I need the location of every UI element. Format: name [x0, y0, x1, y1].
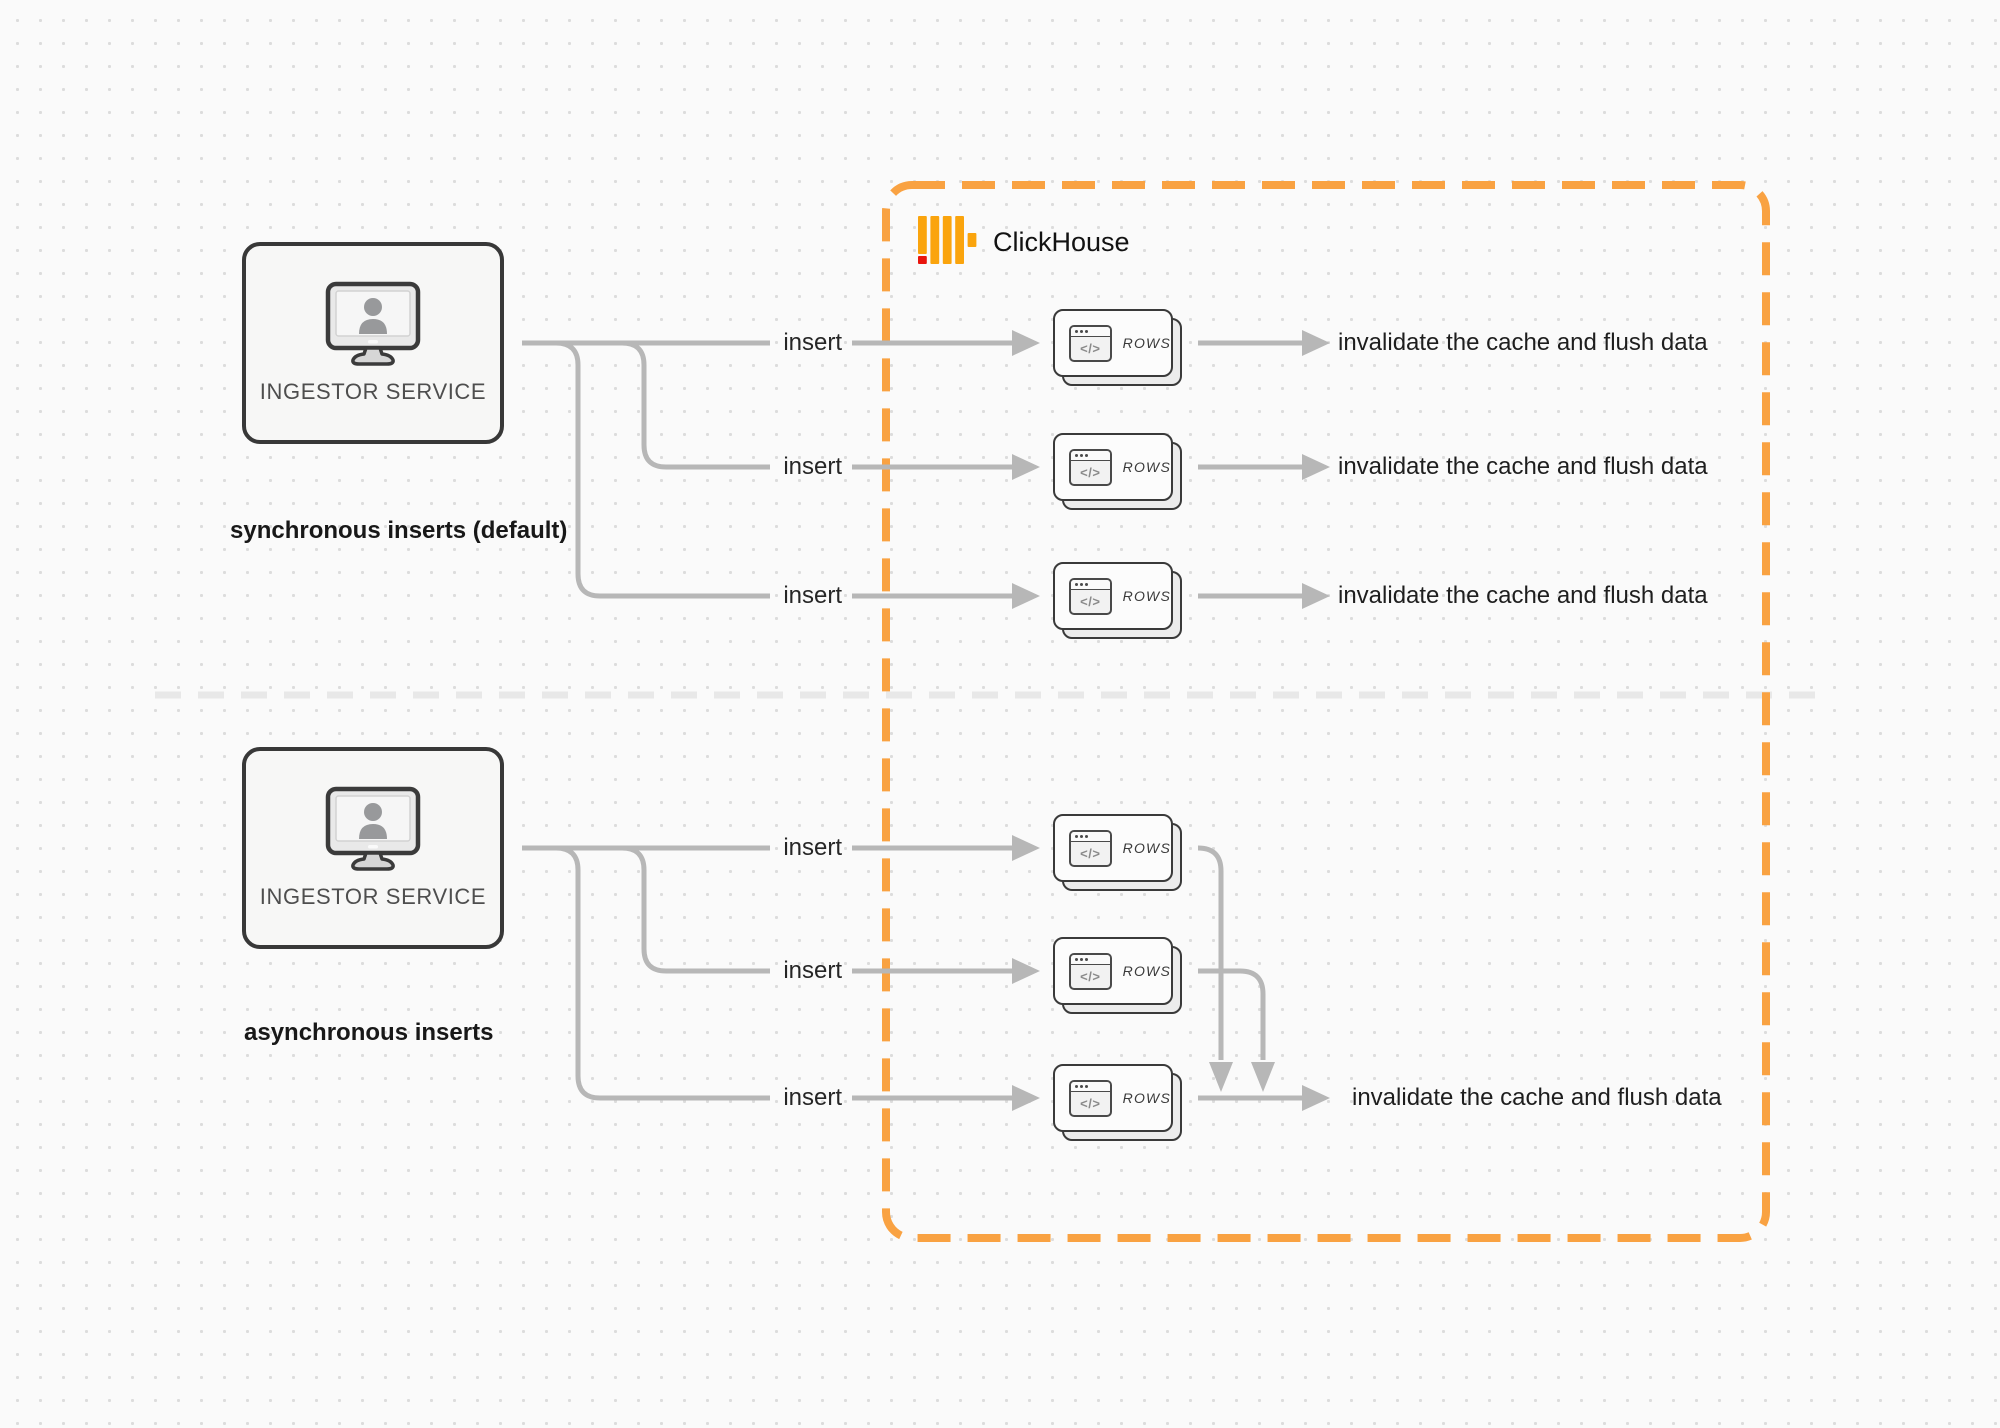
ingestor-service-box-async: INGESTOR SERVICE — [242, 747, 504, 949]
rows-label: ROWS — [1122, 963, 1171, 979]
ingestor-service-box-sync: INGESTOR SERVICE — [242, 242, 504, 444]
code-glyph: </> — [1080, 968, 1101, 984]
arrowhead-down-icon — [1251, 1062, 1275, 1092]
async-branch-3 — [555, 845, 770, 1101]
window-dots-icon — [1075, 834, 1078, 838]
arrowhead-down-icon — [1209, 1062, 1233, 1092]
insert-label: insert — [783, 453, 842, 480]
flush-result-label: invalidate the cache and flush data — [1338, 453, 1708, 480]
rows-table-card: </> ROWS — [1053, 1064, 1183, 1142]
rows-label: ROWS — [1122, 459, 1171, 475]
arrowhead-right-icon — [1302, 583, 1330, 609]
arrowhead-right-icon — [1302, 330, 1330, 356]
code-window-icon: </> — [1069, 324, 1112, 362]
code-window-icon: </> — [1069, 829, 1112, 867]
arrowhead-right-icon — [1012, 454, 1040, 480]
code-glyph: </> — [1080, 845, 1101, 861]
rows-table-card: </> ROWS — [1053, 562, 1183, 640]
code-glyph: </> — [1080, 464, 1101, 480]
monitor-user-icon — [325, 786, 421, 871]
flush-result-label: invalidate the cache and flush data — [1352, 1084, 1722, 1111]
rows-card-front: </> ROWS — [1053, 309, 1173, 377]
rows-table-card: </> ROWS — [1053, 433, 1183, 511]
rows-label: ROWS — [1122, 840, 1171, 856]
clickhouse-logo-icon — [918, 216, 977, 264]
arrowhead-right-icon — [1012, 330, 1040, 356]
insert-label: insert — [783, 1084, 842, 1111]
rows-label: ROWS — [1122, 335, 1171, 351]
rows-card-front: </> ROWS — [1053, 562, 1173, 630]
window-dots-icon — [1075, 957, 1078, 961]
sync-branch-3 — [555, 340, 770, 599]
code-window-icon: </> — [1069, 577, 1112, 615]
sync-branch-2 — [621, 340, 770, 470]
rows-label: ROWS — [1122, 588, 1171, 604]
code-window-icon: </> — [1069, 1079, 1112, 1117]
insert-label: insert — [783, 582, 842, 609]
window-dots-icon — [1075, 453, 1078, 457]
monitor-user-icon — [325, 281, 421, 366]
window-dots-icon — [1075, 582, 1078, 586]
sync-caption: synchronous inserts (default) — [230, 517, 568, 544]
clickhouse-boundary — [882, 181, 1770, 1242]
async-merge-line-2 — [1198, 968, 1266, 1060]
arrowhead-right-icon — [1302, 1085, 1330, 1111]
insert-label: insert — [783, 329, 842, 356]
code-glyph: </> — [1080, 1095, 1101, 1111]
ingestor-service-label: INGESTOR SERVICE — [259, 379, 487, 404]
arrowhead-right-icon — [1302, 454, 1330, 480]
insert-label: insert — [783, 957, 842, 984]
rows-label: ROWS — [1122, 1090, 1171, 1106]
rows-table-card: </> ROWS — [1053, 937, 1183, 1015]
async-caption: asynchronous inserts — [244, 1019, 494, 1046]
rows-table-card: </> ROWS — [1053, 814, 1183, 892]
rows-card-front: </> ROWS — [1053, 1064, 1173, 1132]
flush-result-label: invalidate the cache and flush data — [1338, 582, 1708, 609]
ingestor-service-label: INGESTOR SERVICE — [259, 884, 487, 909]
window-dots-icon — [1075, 1084, 1078, 1088]
rows-card-front: </> ROWS — [1053, 814, 1173, 882]
flush-result-label: invalidate the cache and flush data — [1338, 329, 1708, 356]
arrowhead-right-icon — [1012, 958, 1040, 984]
code-window-icon: </> — [1069, 952, 1112, 990]
async-merge-line-1 — [1197, 845, 1224, 1060]
clickhouse-label: ClickHouse — [993, 227, 1130, 257]
rows-card-front: </> ROWS — [1053, 937, 1173, 1005]
code-glyph: </> — [1080, 340, 1101, 356]
code-glyph: </> — [1080, 593, 1101, 609]
arrowhead-right-icon — [1012, 1085, 1040, 1111]
insert-label: insert — [783, 834, 842, 861]
rows-card-front: </> ROWS — [1053, 433, 1173, 501]
arrowhead-right-icon — [1012, 835, 1040, 861]
window-dots-icon — [1075, 329, 1078, 333]
async-branch-2 — [621, 845, 770, 974]
rows-table-card: </> ROWS — [1053, 309, 1183, 387]
arrowhead-right-icon — [1012, 583, 1040, 609]
code-window-icon: </> — [1069, 448, 1112, 486]
